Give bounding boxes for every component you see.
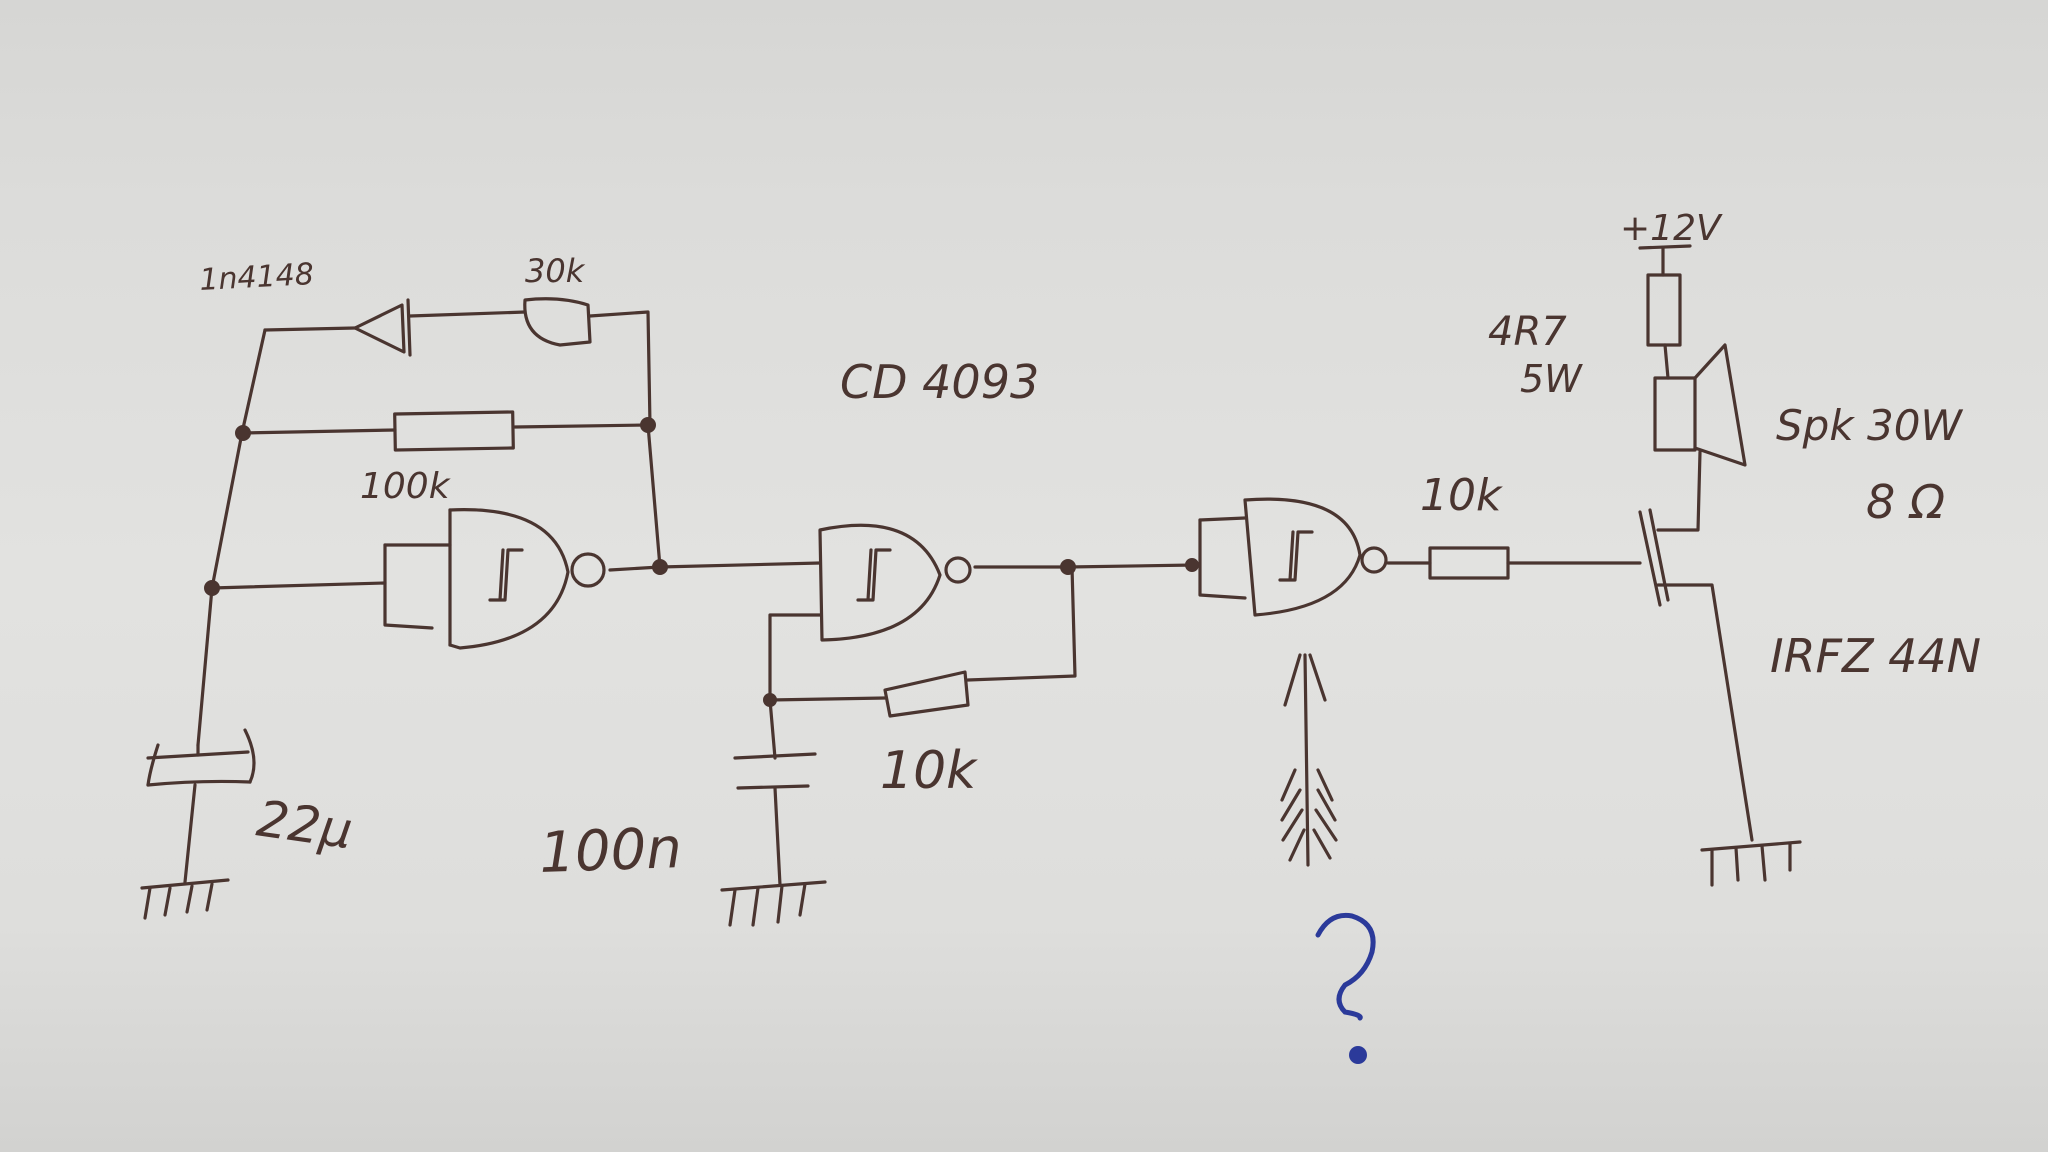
label-resistor-100k: 100k bbox=[360, 466, 452, 507]
resistor-4r7-symbol bbox=[1638, 244, 1692, 347]
label-mosfet: IRFZ 44N bbox=[1770, 629, 1981, 683]
label-speaker-power: Spk 30W bbox=[1776, 401, 1963, 450]
junction-dot bbox=[652, 559, 668, 575]
resistor-100k-symbol bbox=[393, 410, 515, 452]
nand-gate-2 bbox=[818, 523, 972, 642]
ground-symbol-middle bbox=[720, 880, 827, 927]
nand-gate-3 bbox=[1198, 497, 1388, 617]
label-capacitor-100n: 100n bbox=[538, 816, 683, 886]
capacitor-100n-symbol bbox=[733, 752, 817, 790]
resistor-10k-feedback-symbol bbox=[883, 670, 970, 718]
junction-dot bbox=[235, 425, 251, 441]
label-speaker-impedance: 8 Ω bbox=[1866, 475, 1945, 529]
junction-dot bbox=[204, 580, 220, 596]
junction-dot bbox=[1060, 559, 1076, 575]
capacitor-22u-symbol bbox=[146, 728, 256, 787]
diode-symbol bbox=[353, 298, 412, 357]
label-resistor-30k: 30k bbox=[525, 252, 586, 290]
label-diode: 1n4148 bbox=[199, 257, 315, 298]
arrow-up-icon bbox=[1280, 653, 1338, 867]
label-capacitor-22u: 22µ bbox=[253, 789, 356, 860]
junction-dot bbox=[763, 693, 777, 707]
junction-dot bbox=[640, 417, 656, 433]
junctions bbox=[204, 417, 1199, 707]
resistor-30k-symbol bbox=[523, 297, 592, 347]
label-resistor-4r7: 4R7 bbox=[1488, 309, 1567, 355]
label-resistor-power: 5W bbox=[1520, 357, 1583, 401]
label-supply: +12V bbox=[1620, 208, 1723, 249]
junction-dot bbox=[1185, 558, 1199, 572]
wires bbox=[183, 246, 1754, 887]
label-resistor-10k-gate: 10k bbox=[1420, 470, 1503, 521]
question-mark: ? bbox=[1315, 912, 1376, 1064]
nand-gate-1 bbox=[383, 508, 606, 650]
mosfet-symbol bbox=[1638, 508, 1670, 607]
label-ic: CD 4093 bbox=[840, 355, 1039, 409]
ground-symbol-right bbox=[1700, 840, 1802, 887]
label-resistor-10k-feedback: 10k bbox=[880, 741, 978, 801]
speaker-symbol bbox=[1653, 343, 1747, 467]
resistor-10k-gate-symbol bbox=[1428, 546, 1510, 580]
ground-symbol-left bbox=[140, 878, 230, 920]
